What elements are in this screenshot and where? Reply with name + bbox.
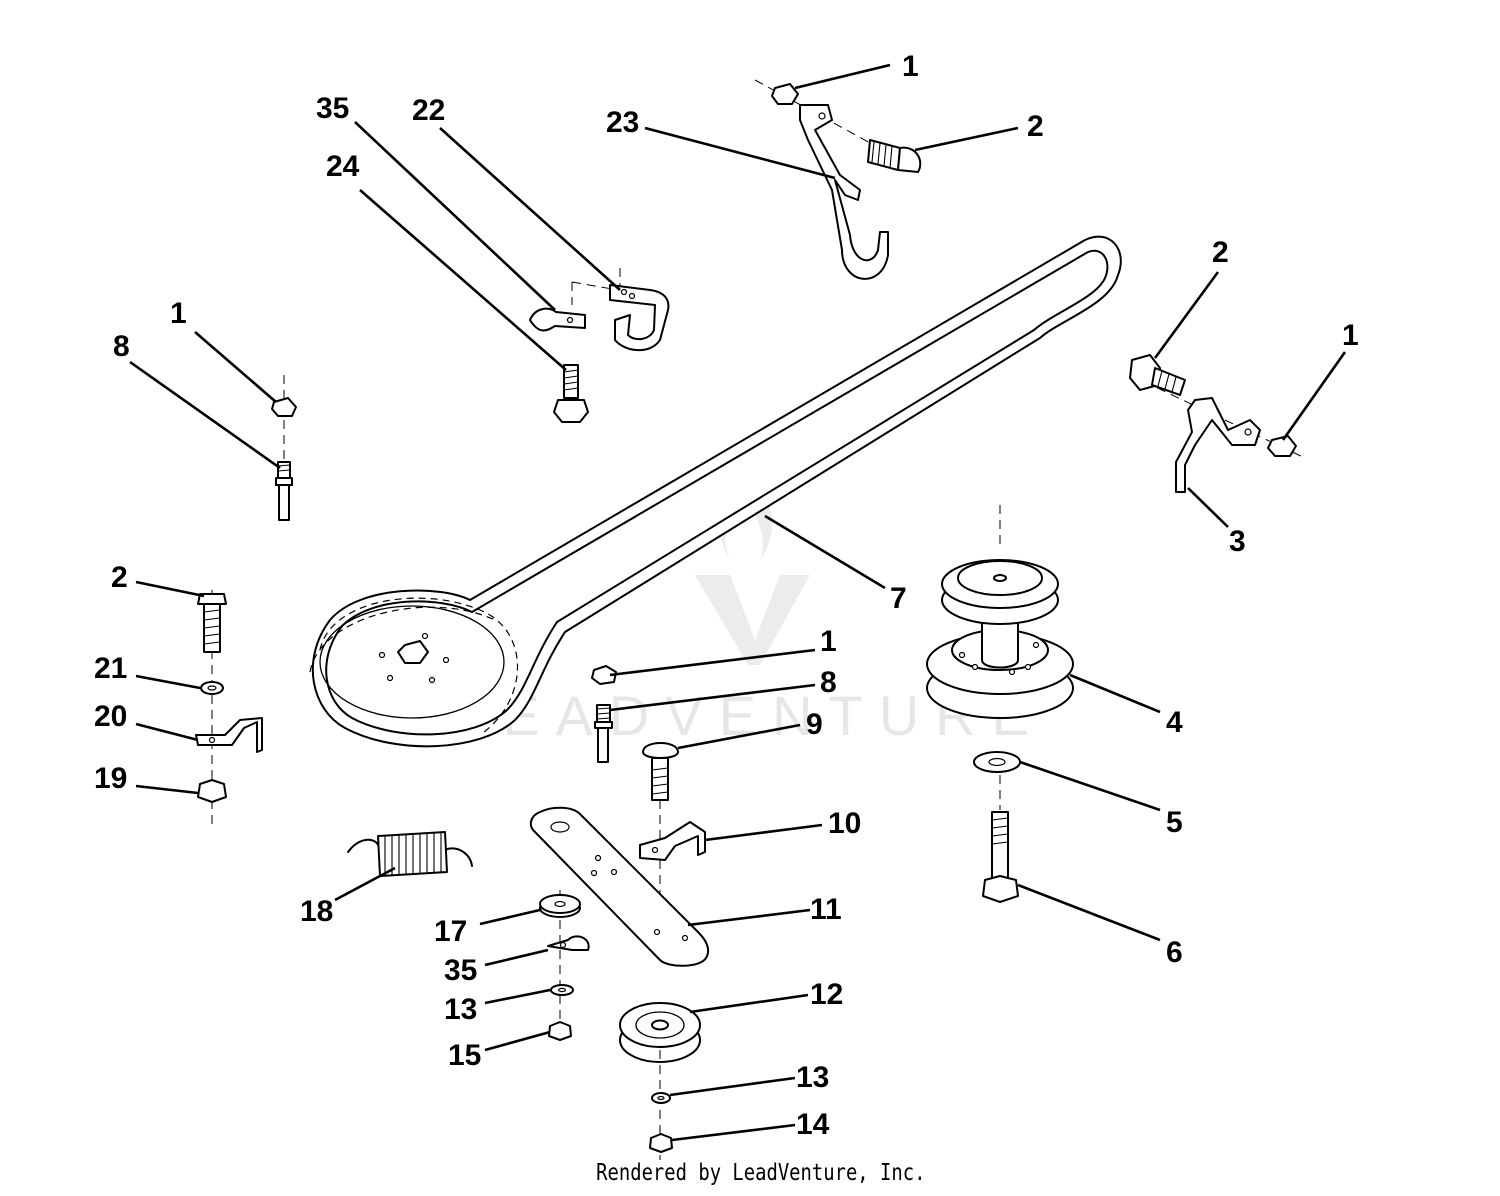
callout-4: 4 — [1166, 706, 1183, 739]
bracket-assembly-left — [195, 590, 263, 830]
callout-18: 18 — [300, 895, 333, 928]
idler-arm — [529, 806, 710, 967]
callout-2-left: 2 — [111, 561, 128, 594]
callout-2-right: 2 — [1212, 236, 1229, 269]
idler-pulley — [619, 1002, 701, 1160]
callout-15: 15 — [448, 1039, 481, 1072]
callout-1-left: 1 — [170, 297, 187, 330]
callout-13-bottom: 13 — [796, 1061, 829, 1094]
callout-23: 23 — [606, 106, 639, 139]
callout-5: 5 — [1166, 806, 1183, 839]
callout-8-left: 8 — [113, 330, 130, 363]
callout-17: 17 — [434, 915, 467, 948]
callout-8-center: 8 — [820, 666, 837, 699]
callout-3: 3 — [1229, 525, 1246, 558]
callout-35-bottom: 35 — [444, 954, 477, 987]
callout-1-right: 1 — [1342, 319, 1359, 352]
callout-24: 24 — [326, 150, 360, 183]
footer-credit: Rendered by LeadVenture, Inc. — [596, 1160, 926, 1186]
callout-35-top: 35 — [316, 92, 349, 125]
callout-22: 22 — [412, 94, 445, 127]
drive-belt — [309, 235, 1122, 748]
drive-pulley — [926, 505, 1074, 903]
callout-1-top: 1 — [902, 50, 919, 83]
belt-guide-right — [1129, 354, 1306, 493]
callout-20: 20 — [94, 700, 127, 733]
carriage-bolt — [642, 742, 679, 935]
callout-12: 12 — [810, 978, 843, 1011]
stud-center — [591, 665, 617, 763]
callout-labels: 1 2 23 35 22 24 2 1 1 8 3 7 2 1 4 8 9 21… — [94, 50, 1359, 1141]
callout-19: 19 — [94, 762, 127, 795]
idler-hardware-left — [539, 890, 590, 1041]
callout-14: 14 — [796, 1108, 830, 1141]
callout-2-top: 2 — [1027, 110, 1044, 143]
stud-upper-left — [271, 375, 297, 521]
belt-guide-top — [754, 79, 922, 280]
callout-10: 10 — [828, 807, 861, 840]
leader-lines — [129, 63, 1347, 1142]
callout-1-center: 1 — [820, 625, 837, 658]
tension-spring — [347, 831, 473, 877]
callout-6: 6 — [1166, 936, 1183, 969]
callout-13-left: 13 — [444, 993, 477, 1026]
callout-7: 7 — [890, 582, 907, 615]
belt-guide-upper-left — [529, 268, 670, 423]
callout-9: 9 — [806, 708, 823, 741]
callout-11: 11 — [810, 893, 842, 926]
callout-21: 21 — [94, 652, 127, 685]
